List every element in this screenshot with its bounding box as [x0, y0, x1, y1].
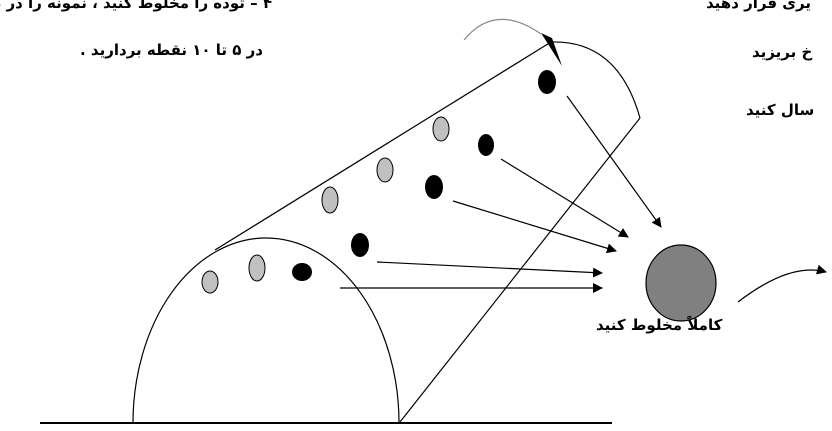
- black-point: [478, 134, 494, 156]
- grey-point: [201, 270, 219, 294]
- grey-point: [321, 186, 339, 214]
- output-arrow: [737, 264, 827, 303]
- pour-text: خ بریزید: [752, 43, 813, 61]
- grey-point: [432, 116, 450, 142]
- transfer-arrow: [376, 261, 603, 278]
- black-point: [425, 175, 443, 199]
- black-point: [292, 263, 312, 281]
- pile-end-cap: [550, 41, 641, 119]
- pile-bottom-edge: [399, 117, 641, 423]
- grey-point: [376, 157, 394, 183]
- mix-label: کاملاً مخلوط کنید: [596, 316, 723, 334]
- grey-point: [248, 254, 266, 282]
- black-point: [351, 233, 369, 257]
- pile-dome: [132, 237, 400, 424]
- collect-points-text: در ۵ تا ۱۰ نقطه بردارید .: [80, 41, 263, 59]
- rotation-arrow: [463, 18, 542, 41]
- black-point: [538, 70, 556, 94]
- pile-top-edge: [214, 41, 552, 251]
- send-text: سال کنید: [746, 101, 815, 119]
- transfer-arrow: [566, 95, 662, 228]
- transfer-arrow: [452, 200, 617, 254]
- rotation-arrowhead: [541, 33, 562, 66]
- transfer-arrow: [500, 158, 629, 238]
- top-right-text: یری قرار دهید: [706, 0, 811, 12]
- top-left-text: ۴ – توده را مخلوط کنید ، نمونه را در ظ: [0, 0, 272, 12]
- mixing-container: [645, 244, 717, 322]
